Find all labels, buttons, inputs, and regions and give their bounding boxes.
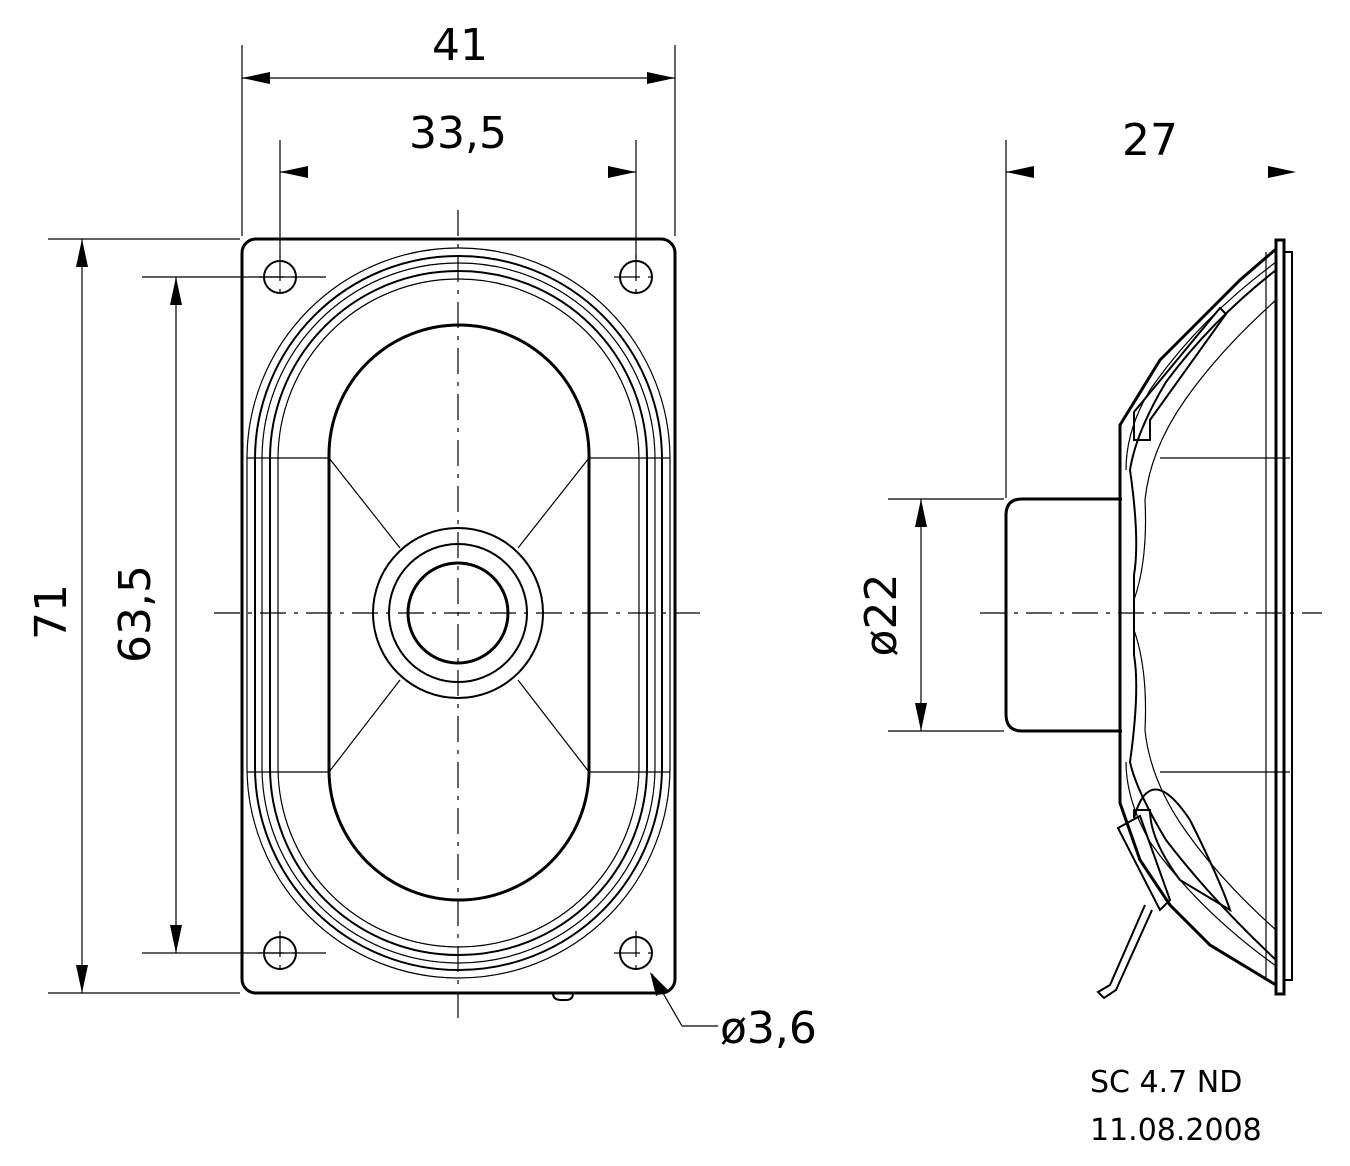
- dimension-height-holes: 63,5: [110, 565, 161, 663]
- model-name: SC 4.7 ND: [1090, 1065, 1242, 1100]
- frame-flange: [1274, 238, 1286, 996]
- front-view: [214, 210, 706, 1018]
- dimension-height-overall: 71: [26, 584, 77, 640]
- dimension-hole-diameter: ø3,6: [720, 1003, 817, 1054]
- basket-outline: [1118, 247, 1277, 987]
- dimension-depth: 27: [1122, 115, 1178, 166]
- side-view: [980, 238, 1322, 1000]
- basket-window-top: [1133, 306, 1228, 441]
- title-block: SC 4.7 ND 11.08.2008: [1090, 1065, 1262, 1148]
- drawing-date: 11.08.2008: [1090, 1113, 1262, 1148]
- magnet-body: [1004, 497, 1122, 733]
- dimension-width-overall: 41: [432, 20, 488, 71]
- side-dimensions: 27 ø22: [856, 115, 1296, 732]
- front-dimensions: 41 33,5 71 63,5 ø3,6: [26, 20, 817, 1054]
- dimension-magnet-diameter: ø22: [856, 574, 907, 657]
- terminal-tab: [1116, 814, 1172, 912]
- basket-window-bottom: [1133, 788, 1232, 913]
- dimension-width-holes: 33,5: [409, 108, 507, 159]
